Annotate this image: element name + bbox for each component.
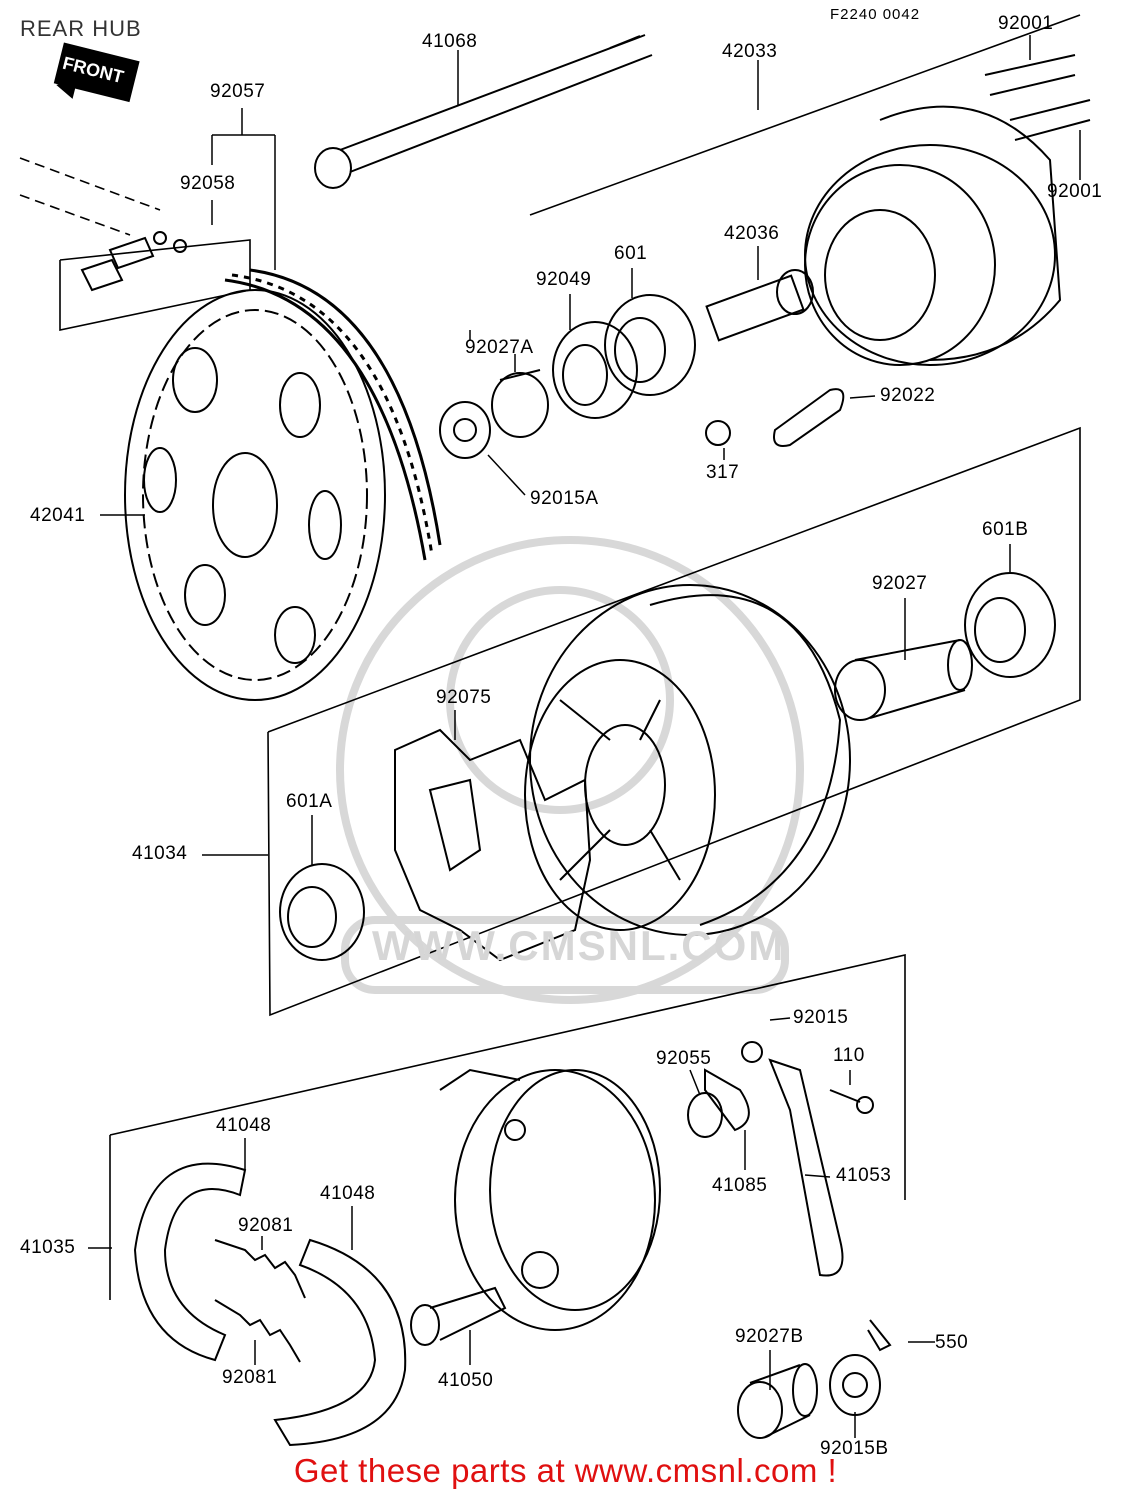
brake-lever-41053 [768, 1058, 844, 1277]
part-label[interactable]: 92027B [735, 1326, 804, 1347]
axle-41068 [314, 34, 653, 189]
part-label[interactable]: 92058 [180, 173, 236, 194]
part-label[interactable]: 601 [614, 243, 648, 264]
watermark-text: WWW.CMSNL.COM [372, 922, 786, 969]
hub-damper-92075 [394, 728, 592, 962]
nut-92015 [741, 1041, 763, 1063]
sprocket-hub-42033 [804, 54, 1091, 366]
part-label[interactable]: 92075 [436, 687, 492, 708]
part-label[interactable]: 92001 [1047, 181, 1103, 202]
brake-panel [439, 1068, 661, 1331]
bearing-601A [279, 863, 365, 961]
spring-92081-upper [214, 1239, 306, 1299]
leader-lines [88, 35, 1081, 1438]
brake-shoe-41048-upper [133, 1162, 247, 1362]
part-label[interactable]: 92027 [872, 573, 928, 594]
part-label[interactable]: 92055 [656, 1048, 712, 1069]
part-label[interactable]: 92015 [793, 1007, 849, 1028]
watermark-logo [336, 536, 804, 1004]
lock-plate-92022 [773, 388, 845, 447]
spring-92081-lower [214, 1299, 301, 1363]
bolt-110 [829, 1089, 874, 1114]
part-label[interactable]: 92015B [820, 1438, 889, 1459]
rear-sprocket-42041 [124, 289, 386, 701]
washer-92055 [687, 1092, 723, 1138]
part-label[interactable]: 92001 [998, 13, 1054, 34]
part-label[interactable]: 41050 [438, 1370, 494, 1391]
part-label[interactable]: 41035 [20, 1237, 76, 1258]
part-label[interactable]: 42041 [30, 505, 86, 526]
bearing-601B [964, 572, 1056, 678]
collar-42036 [705, 269, 814, 342]
part-label[interactable]: 92081 [222, 1367, 278, 1388]
spacer-92027A [491, 369, 549, 438]
panel-outlines [19, 14, 1081, 1300]
part-label[interactable]: 92022 [880, 385, 936, 406]
nut-92015A [439, 401, 491, 459]
oil-seal-92049 [552, 321, 638, 419]
master-link-92058 [80, 231, 187, 292]
indicator-41085 [704, 1068, 750, 1132]
part-label[interactable]: 601B [982, 519, 1029, 540]
part-label[interactable]: 42036 [724, 223, 780, 244]
part-label[interactable]: 41085 [712, 1175, 768, 1196]
spacer-92027 [834, 639, 973, 721]
part-label[interactable]: 110 [833, 1045, 865, 1066]
part-label[interactable]: 41068 [422, 31, 478, 52]
drive-chain-92057 [224, 268, 442, 561]
bearing-601 [604, 294, 696, 396]
part-label[interactable]: 92081 [238, 1215, 294, 1236]
part-label[interactable]: 92015A [530, 488, 599, 509]
sleeve-92027B [737, 1363, 818, 1439]
part-label[interactable]: 42033 [722, 41, 778, 62]
part-label[interactable]: 601A [286, 791, 333, 812]
diagram-code: F2240 0042 [830, 6, 921, 23]
brake-cam-41050 [410, 1286, 507, 1346]
promo-link[interactable]: Get these parts at www.cmsnl.com ! [293, 1452, 838, 1489]
page-title: REAR HUB [20, 16, 142, 41]
part-label[interactable]: 41053 [836, 1165, 892, 1186]
front-badge [53, 42, 140, 103]
part-label[interactable]: 41048 [320, 1183, 376, 1204]
part-label[interactable]: 41048 [216, 1115, 272, 1136]
part-label[interactable]: 92057 [210, 81, 266, 102]
cotter-pin-550 [867, 1319, 892, 1352]
part-label[interactable]: 92027A [465, 337, 534, 358]
wheel-hub-41034 [524, 584, 851, 936]
part-label[interactable]: 92049 [536, 269, 592, 290]
brake-shoe-41048-lower [273, 1238, 407, 1447]
nut-92015B [829, 1354, 881, 1416]
part-label[interactable]: 41034 [132, 843, 188, 864]
part-label[interactable]: 317 [706, 462, 740, 483]
nut-317 [705, 420, 731, 446]
part-label[interactable]: 550 [935, 1332, 969, 1353]
